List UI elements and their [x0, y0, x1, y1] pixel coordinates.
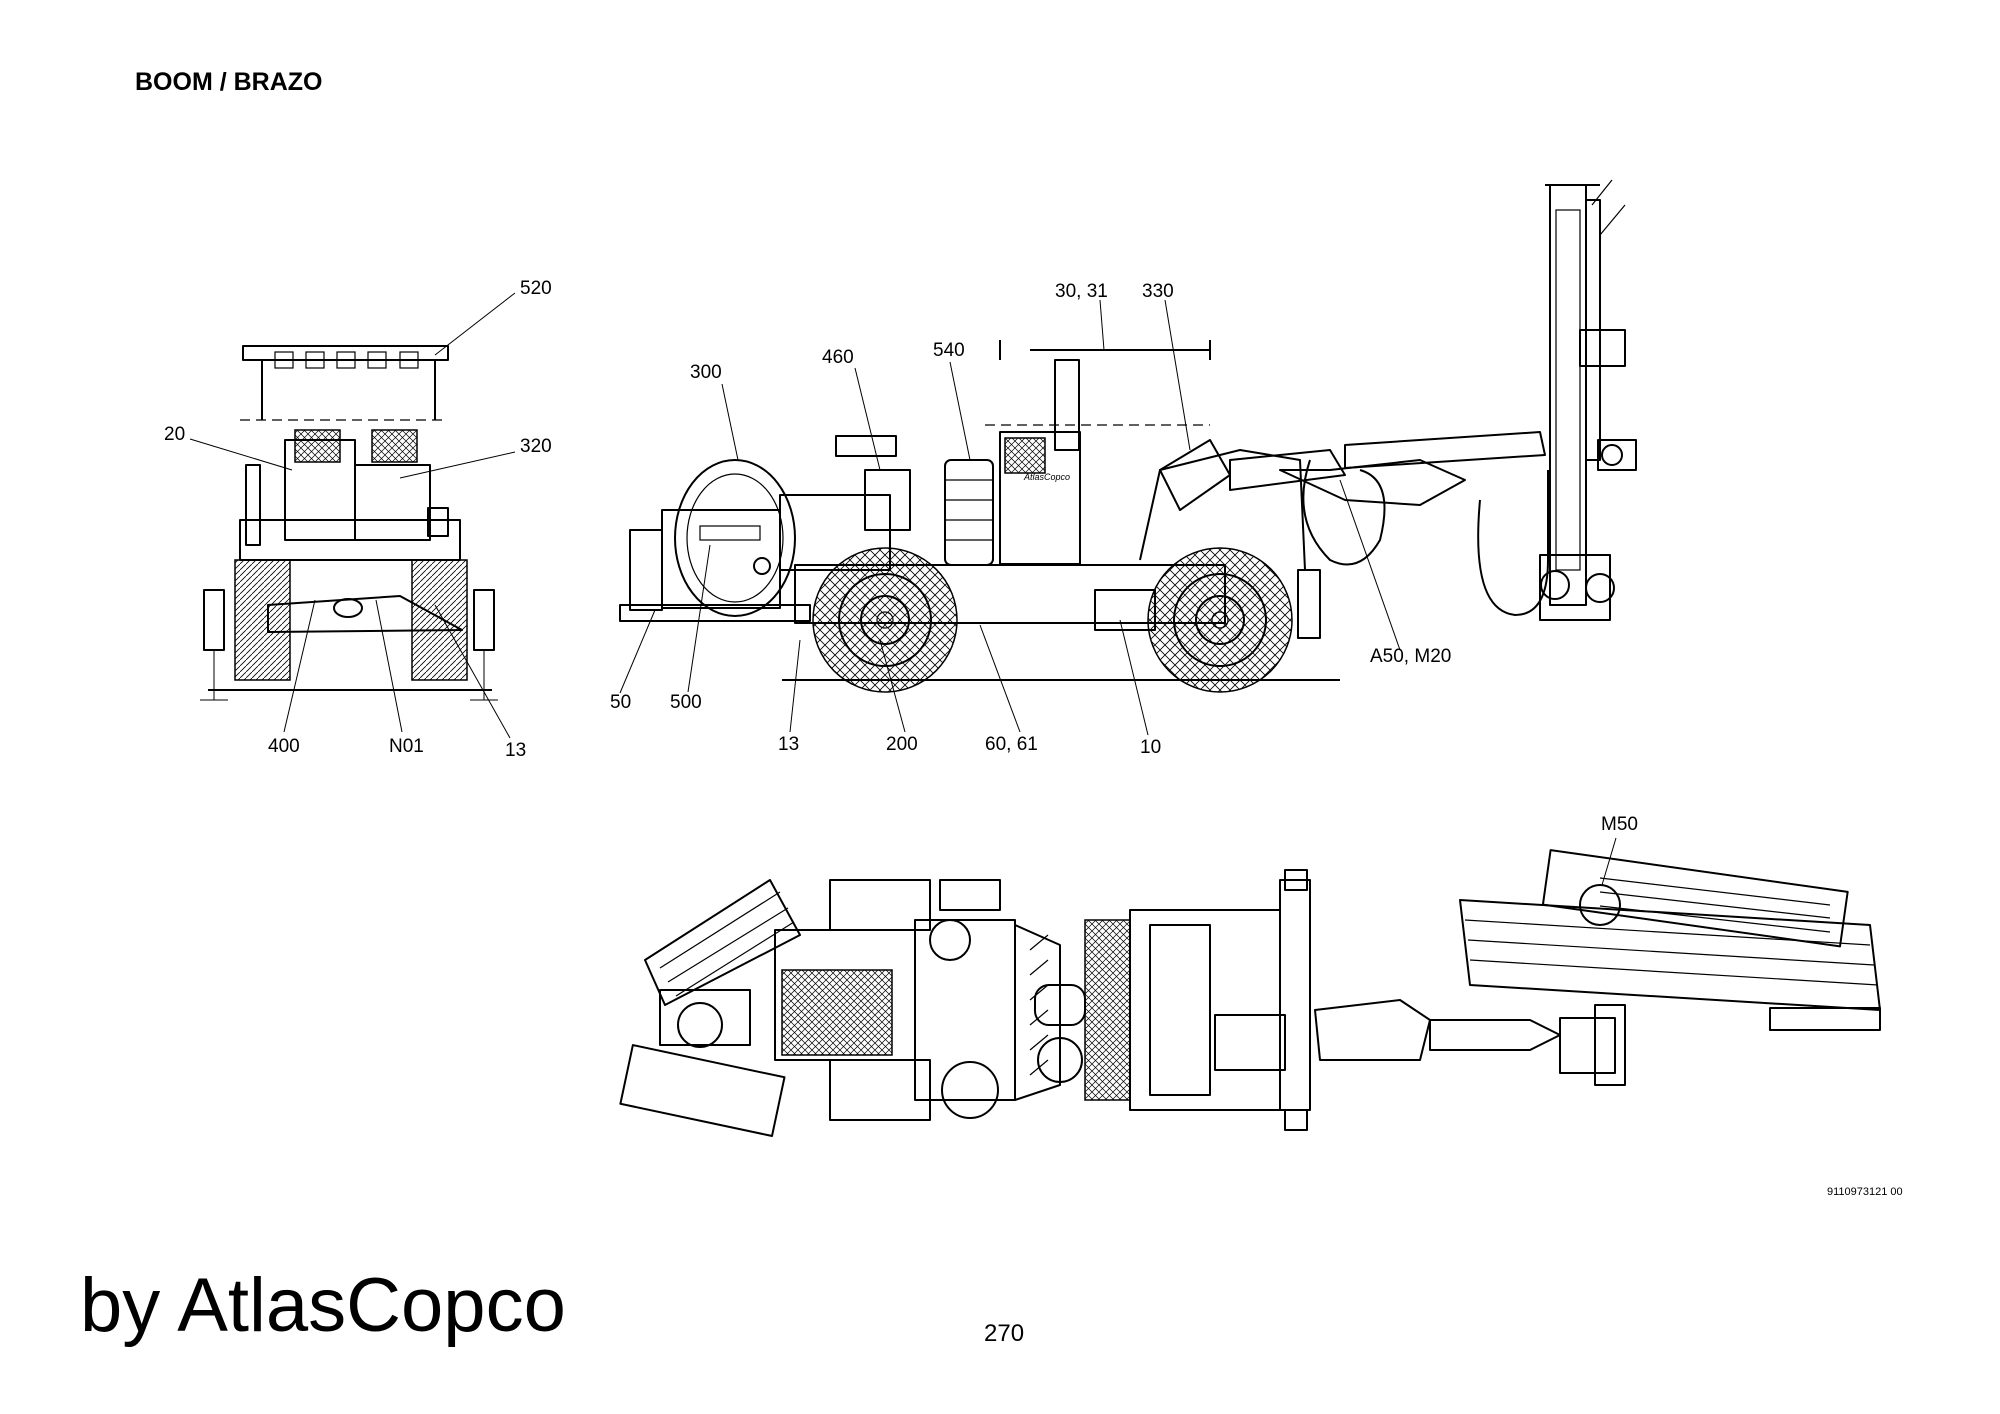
callout-20: 20 [164, 424, 185, 445]
callout-50: 50 [610, 692, 631, 713]
callout-m50: M50 [1601, 814, 1638, 835]
front-view-leaders [189, 292, 516, 739]
brand-footer: by AtlasCopco [80, 1263, 566, 1348]
atlascopco-logo-text: AtlasCopco [1023, 472, 1070, 482]
callout-320: 320 [520, 436, 552, 457]
callout-13-side: 13 [778, 734, 799, 755]
callout-540: 540 [933, 340, 965, 361]
callout-500: 500 [670, 692, 702, 713]
callout-30-31: 30, 31 [1055, 281, 1108, 302]
callout-60-61: 60, 61 [985, 734, 1038, 755]
drawing-number: 9110973121 00 [1827, 1186, 1903, 1198]
callout-330: 330 [1142, 281, 1174, 302]
callout-200: 200 [886, 734, 918, 755]
callout-10: 10 [1140, 737, 1161, 758]
side-view: AtlasCopco [619, 179, 1637, 693]
leader-m50 [1601, 837, 1617, 886]
callout-400: 400 [268, 736, 300, 757]
page-number: 270 [984, 1320, 1025, 1347]
callout-460: 460 [822, 347, 854, 368]
callout-a50-m20: A50, M20 [1370, 646, 1451, 667]
callout-13-front: 13 [505, 740, 526, 761]
callout-520: 520 [520, 278, 552, 299]
front-view [200, 345, 498, 701]
page-title: BOOM / BRAZO [135, 68, 323, 96]
top-view [619, 849, 1881, 1137]
callout-300: 300 [690, 362, 722, 383]
callout-n01: N01 [389, 736, 424, 757]
side-view-leaders [619, 299, 1401, 736]
